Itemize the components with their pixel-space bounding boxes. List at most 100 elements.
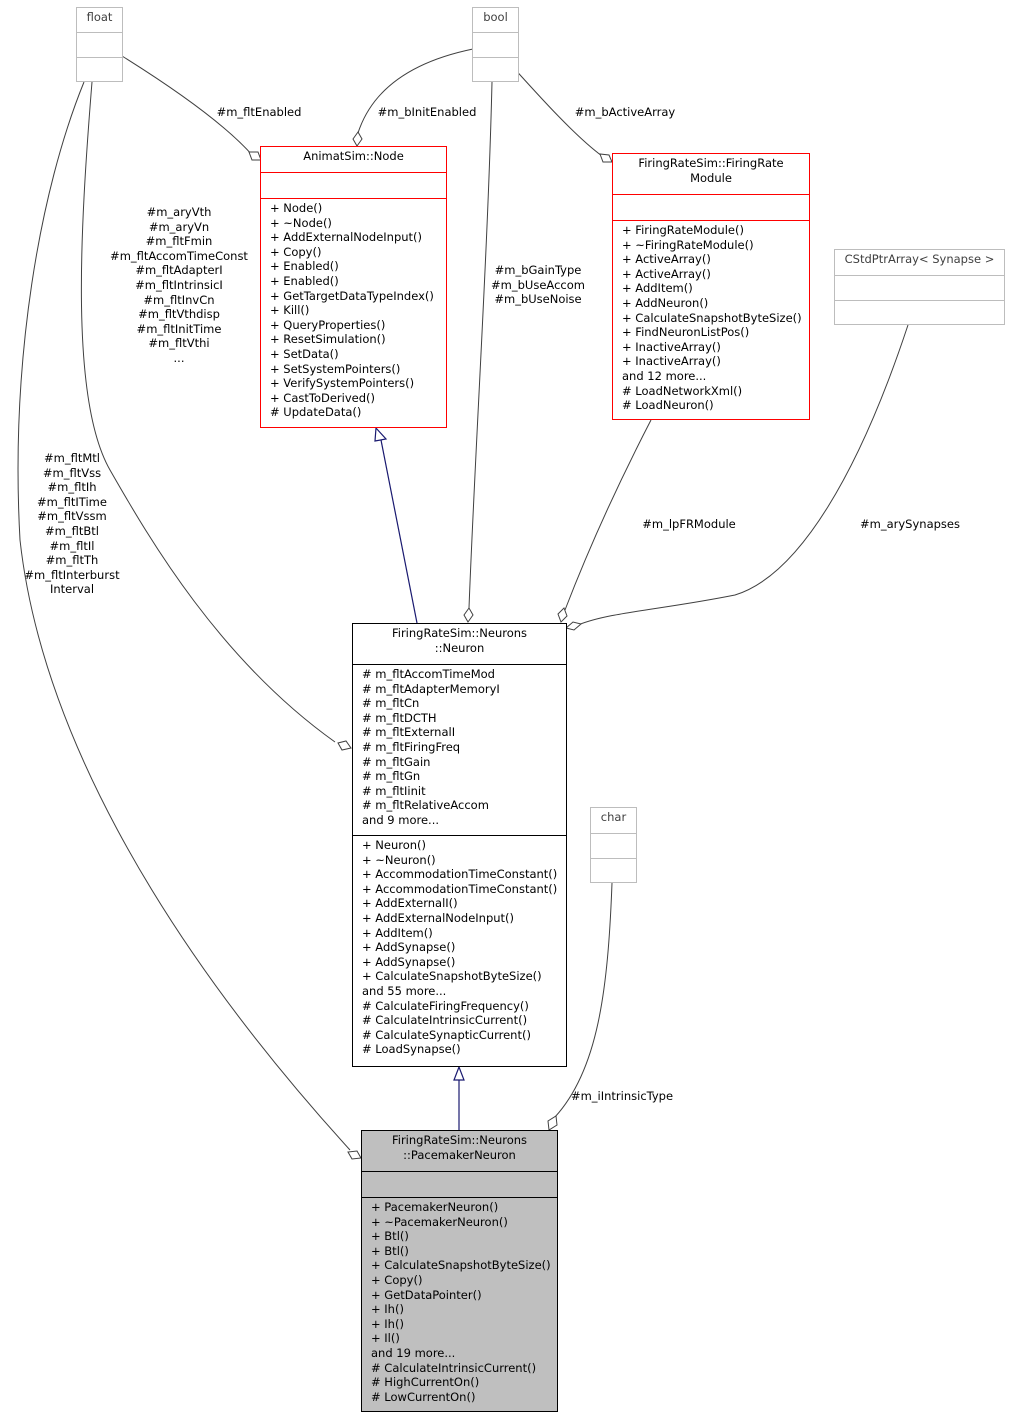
class-title: FiringRateSim::Neurons ::PacemakerNeuron [391, 1133, 528, 1162]
edge-label-bool-neuron: #m_bGainType #m_bUseAccom #m_bUseNoise [491, 263, 585, 307]
aggregation-diamond [337, 740, 352, 751]
edge-bool-neuron [468, 81, 493, 609]
attribute-item: # m_fltCn [362, 696, 420, 711]
method-item: + CastToDerived() [270, 390, 375, 405]
method-item: + Copy() [270, 244, 322, 259]
attributes-section [835, 275, 1004, 300]
methods-section: + Node() + ~Node() + AddExternalNodeInpu… [261, 198, 446, 420]
method-item: + Btl() [371, 1229, 409, 1244]
method-item: + Enabled() [270, 273, 339, 288]
method-item: # CalculateIntrinsicCurrent() [371, 1360, 537, 1375]
class-node-cstdptrarray[interactable]: CStdPtrArray< Synapse > [834, 249, 1005, 325]
method-item: # LoadSynapse() [362, 1042, 461, 1057]
aggregation-diamond [599, 153, 613, 163]
attribute-item: # m_fltAccomTimeMod [362, 667, 495, 681]
method-item: and 55 more... [362, 983, 447, 998]
methods-section: + Neuron() + ~Neuron() + AccommodationTi… [353, 835, 566, 1057]
method-item: + SetSystemPointers() [270, 361, 401, 376]
inheritance-arrow [374, 426, 388, 442]
edge-frmodule-neuron [564, 419, 652, 611]
attributes-section [362, 1171, 557, 1197]
aggregation-diamond [547, 1115, 558, 1131]
class-node-float[interactable]: float [76, 7, 123, 82]
class-node-bool[interactable]: bool [472, 7, 519, 82]
class-node-animatsim-node[interactable]: AnimatSim::Node + Node() + ~Node() + Add… [260, 146, 447, 428]
method-item: # HighCurrentOn() [371, 1375, 480, 1390]
method-item: + AddSynapse() [362, 954, 456, 969]
method-item: # CalculateSynapticCurrent() [362, 1027, 531, 1042]
attributes-section: # m_fltAccomTimeMod # m_fltAdapterMemory… [353, 664, 566, 835]
method-item: + AccommodationTimeConstant() [362, 881, 558, 896]
methods-section [835, 300, 1004, 324]
method-item: + CalculateSnapshotByteSize() [362, 969, 542, 984]
method-item: + AddExternalI() [362, 896, 458, 911]
edge-bool-node [357, 48, 474, 134]
method-item: + GetDataPointer() [371, 1287, 482, 1302]
methods-section [473, 57, 518, 81]
method-item: + AddItem() [622, 281, 693, 296]
method-item: + PacemakerNeuron() [371, 1200, 499, 1214]
method-item: + CalculateSnapshotByteSize() [622, 310, 802, 325]
edge-float-neuron [80, 81, 336, 743]
class-title: AnimatSim::Node [303, 149, 404, 163]
method-item: + AddExternalNodeInput() [270, 230, 423, 245]
edge-inherit-neuron-node [380, 439, 418, 624]
class-title: FiringRateSim::FiringRate Module [638, 156, 784, 185]
attributes-section [473, 32, 518, 57]
method-item: + AddExternalNodeInput() [362, 910, 515, 925]
edge-float-node [121, 55, 254, 157]
class-title: float [86, 10, 113, 24]
method-item: + SetData() [270, 346, 339, 361]
edge-label-char-pacemaker: #m_iIntrinsicType [570, 1089, 674, 1103]
edge-label-bool-frmodule: #m_bActiveArray [574, 105, 676, 119]
attribute-item: # m_fltAdapterMemoryI [362, 681, 500, 696]
attribute-item: # m_fltIinit [362, 783, 426, 798]
method-item: + InactiveArray() [622, 339, 721, 354]
attribute-item: and 9 more... [362, 812, 440, 827]
method-item: + Enabled() [270, 259, 339, 274]
method-item: + ResetSimulation() [270, 332, 386, 347]
class-node-neuron[interactable]: FiringRateSim::Neurons ::Neuron # m_fltA… [352, 623, 567, 1067]
class-title: bool [483, 10, 508, 24]
attribute-item: # m_fltGain [362, 754, 431, 769]
class-node-firingratemodule[interactable]: FiringRateSim::FiringRate Module + Firin… [612, 153, 810, 420]
method-item: + Btl() [371, 1243, 409, 1258]
edge-label-float-neuron: #m_aryVth #m_aryVn #m_fltFmin #m_fltAcco… [110, 205, 248, 365]
method-item: + GetTargetDataTypeIndex() [270, 288, 434, 303]
edge-char-pacemaker [554, 882, 613, 1118]
method-item: + ActiveArray() [622, 266, 711, 281]
class-title: FiringRateSim::Neurons ::Neuron [391, 626, 528, 655]
method-item: + ~PacemakerNeuron() [371, 1214, 508, 1229]
inheritance-arrow [453, 1065, 465, 1081]
edge-label-frmodule-neuron: #m_lpFRModule [642, 517, 736, 531]
class-node-char[interactable]: char [590, 807, 637, 883]
attributes-section [613, 194, 809, 220]
method-item: + ~Neuron() [362, 852, 436, 867]
aggregation-diamond [463, 607, 474, 623]
method-item: and 19 more... [371, 1345, 456, 1360]
method-item: + AddNeuron() [622, 295, 709, 310]
method-item: + VerifySystemPointers() [270, 376, 415, 391]
attribute-item: # m_fltFiringFreq [362, 739, 461, 754]
edge-label-float-pacemaker: #m_fltMtl #m_fltVss #m_fltIh #m_fltITime… [24, 451, 120, 597]
method-item: + AccommodationTimeConstant() [362, 867, 558, 882]
edge-label-float-node: #m_fltEnabled [216, 105, 302, 119]
edge-float-pacemaker [17, 81, 351, 1151]
methods-section [591, 858, 636, 882]
attribute-item: # m_fltRelativeAccom [362, 798, 489, 813]
method-item: # LoadNetworkXml() [622, 383, 743, 398]
method-item: + Node() [270, 201, 323, 215]
class-node-pacemakerneuron[interactable]: FiringRateSim::Neurons ::PacemakerNeuron… [361, 1130, 558, 1412]
method-item: + Kill() [270, 303, 310, 318]
method-item: + AddItem() [362, 925, 433, 940]
method-item: + ~Node() [270, 215, 332, 230]
method-item: # LowCurrentOn() [371, 1389, 476, 1404]
aggregation-diamond [564, 621, 583, 631]
method-item: # UpdateData() [270, 405, 362, 420]
methods-section [77, 57, 122, 81]
method-item: + FiringRateModule() [622, 223, 744, 237]
method-item: + FindNeuronListPos() [622, 325, 750, 340]
method-item: + Ih() [371, 1302, 404, 1317]
